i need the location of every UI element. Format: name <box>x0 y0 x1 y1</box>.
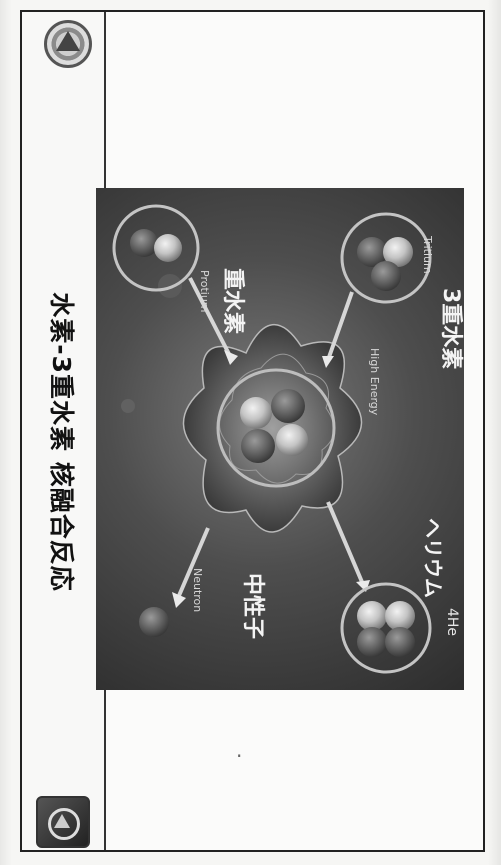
helium-arrow <box>326 501 364 583</box>
helium-proton <box>385 601 415 631</box>
background-particle <box>158 274 182 298</box>
neutron-label: 中性子 <box>240 573 265 639</box>
tritium-arrow-head <box>322 356 334 368</box>
deuterium-proton <box>154 234 182 262</box>
emitted-neutron <box>139 607 169 637</box>
seal-logo-icon <box>44 20 92 68</box>
tritium-label: 3重水素 <box>438 288 464 369</box>
deuterium-ring <box>112 204 200 292</box>
helium-proton <box>357 601 387 631</box>
helium-neutron <box>385 627 415 657</box>
emblem-logo-icon <box>36 796 90 848</box>
tritium-arrow <box>326 291 354 361</box>
fusion-diagram: Protium 重水素 Tritium 3重水素 Neutron 中性子 Hig… <box>112 204 464 674</box>
helium-ring <box>340 582 432 674</box>
high-energy-label: High Energy <box>368 348 381 416</box>
fusion-illustration: Protium 重水素 Tritium 3重水素 Neutron 中性子 Hig… <box>96 188 464 690</box>
tritium-neutron <box>371 261 401 291</box>
tritium-en-label: Tritium <box>421 235 434 274</box>
deuterium-arrow <box>188 277 232 357</box>
deuterium-neutron <box>130 229 158 257</box>
title-strip: 水素-3重水素 核融合反応 <box>22 12 106 850</box>
central-proton <box>276 424 308 456</box>
central-nucleus-ring <box>216 368 336 488</box>
neutron-en-label: Neutron <box>191 568 204 612</box>
tritium-ring <box>340 212 432 304</box>
energy-ring <box>219 353 335 484</box>
deuterium-arrow-head <box>224 350 238 365</box>
protium-label: Protium <box>198 270 211 313</box>
neutron-arrow <box>176 527 210 599</box>
neutron-arrow-head <box>172 592 186 608</box>
helium-neutron <box>357 627 387 657</box>
central-proton <box>240 397 272 429</box>
tritium-neutron <box>357 237 387 267</box>
deuterium-label: 重水素 <box>220 268 246 334</box>
tritium-proton <box>383 237 413 267</box>
scan-speck: · <box>236 744 243 768</box>
helium-sub-label: 4He <box>444 608 460 636</box>
central-neutron <box>271 389 305 423</box>
helium-label: ヘリウム <box>421 518 445 598</box>
page-title: 水素-3重水素 核融合反応 <box>47 292 76 592</box>
central-neutron <box>241 429 275 463</box>
background-particle <box>121 399 135 413</box>
